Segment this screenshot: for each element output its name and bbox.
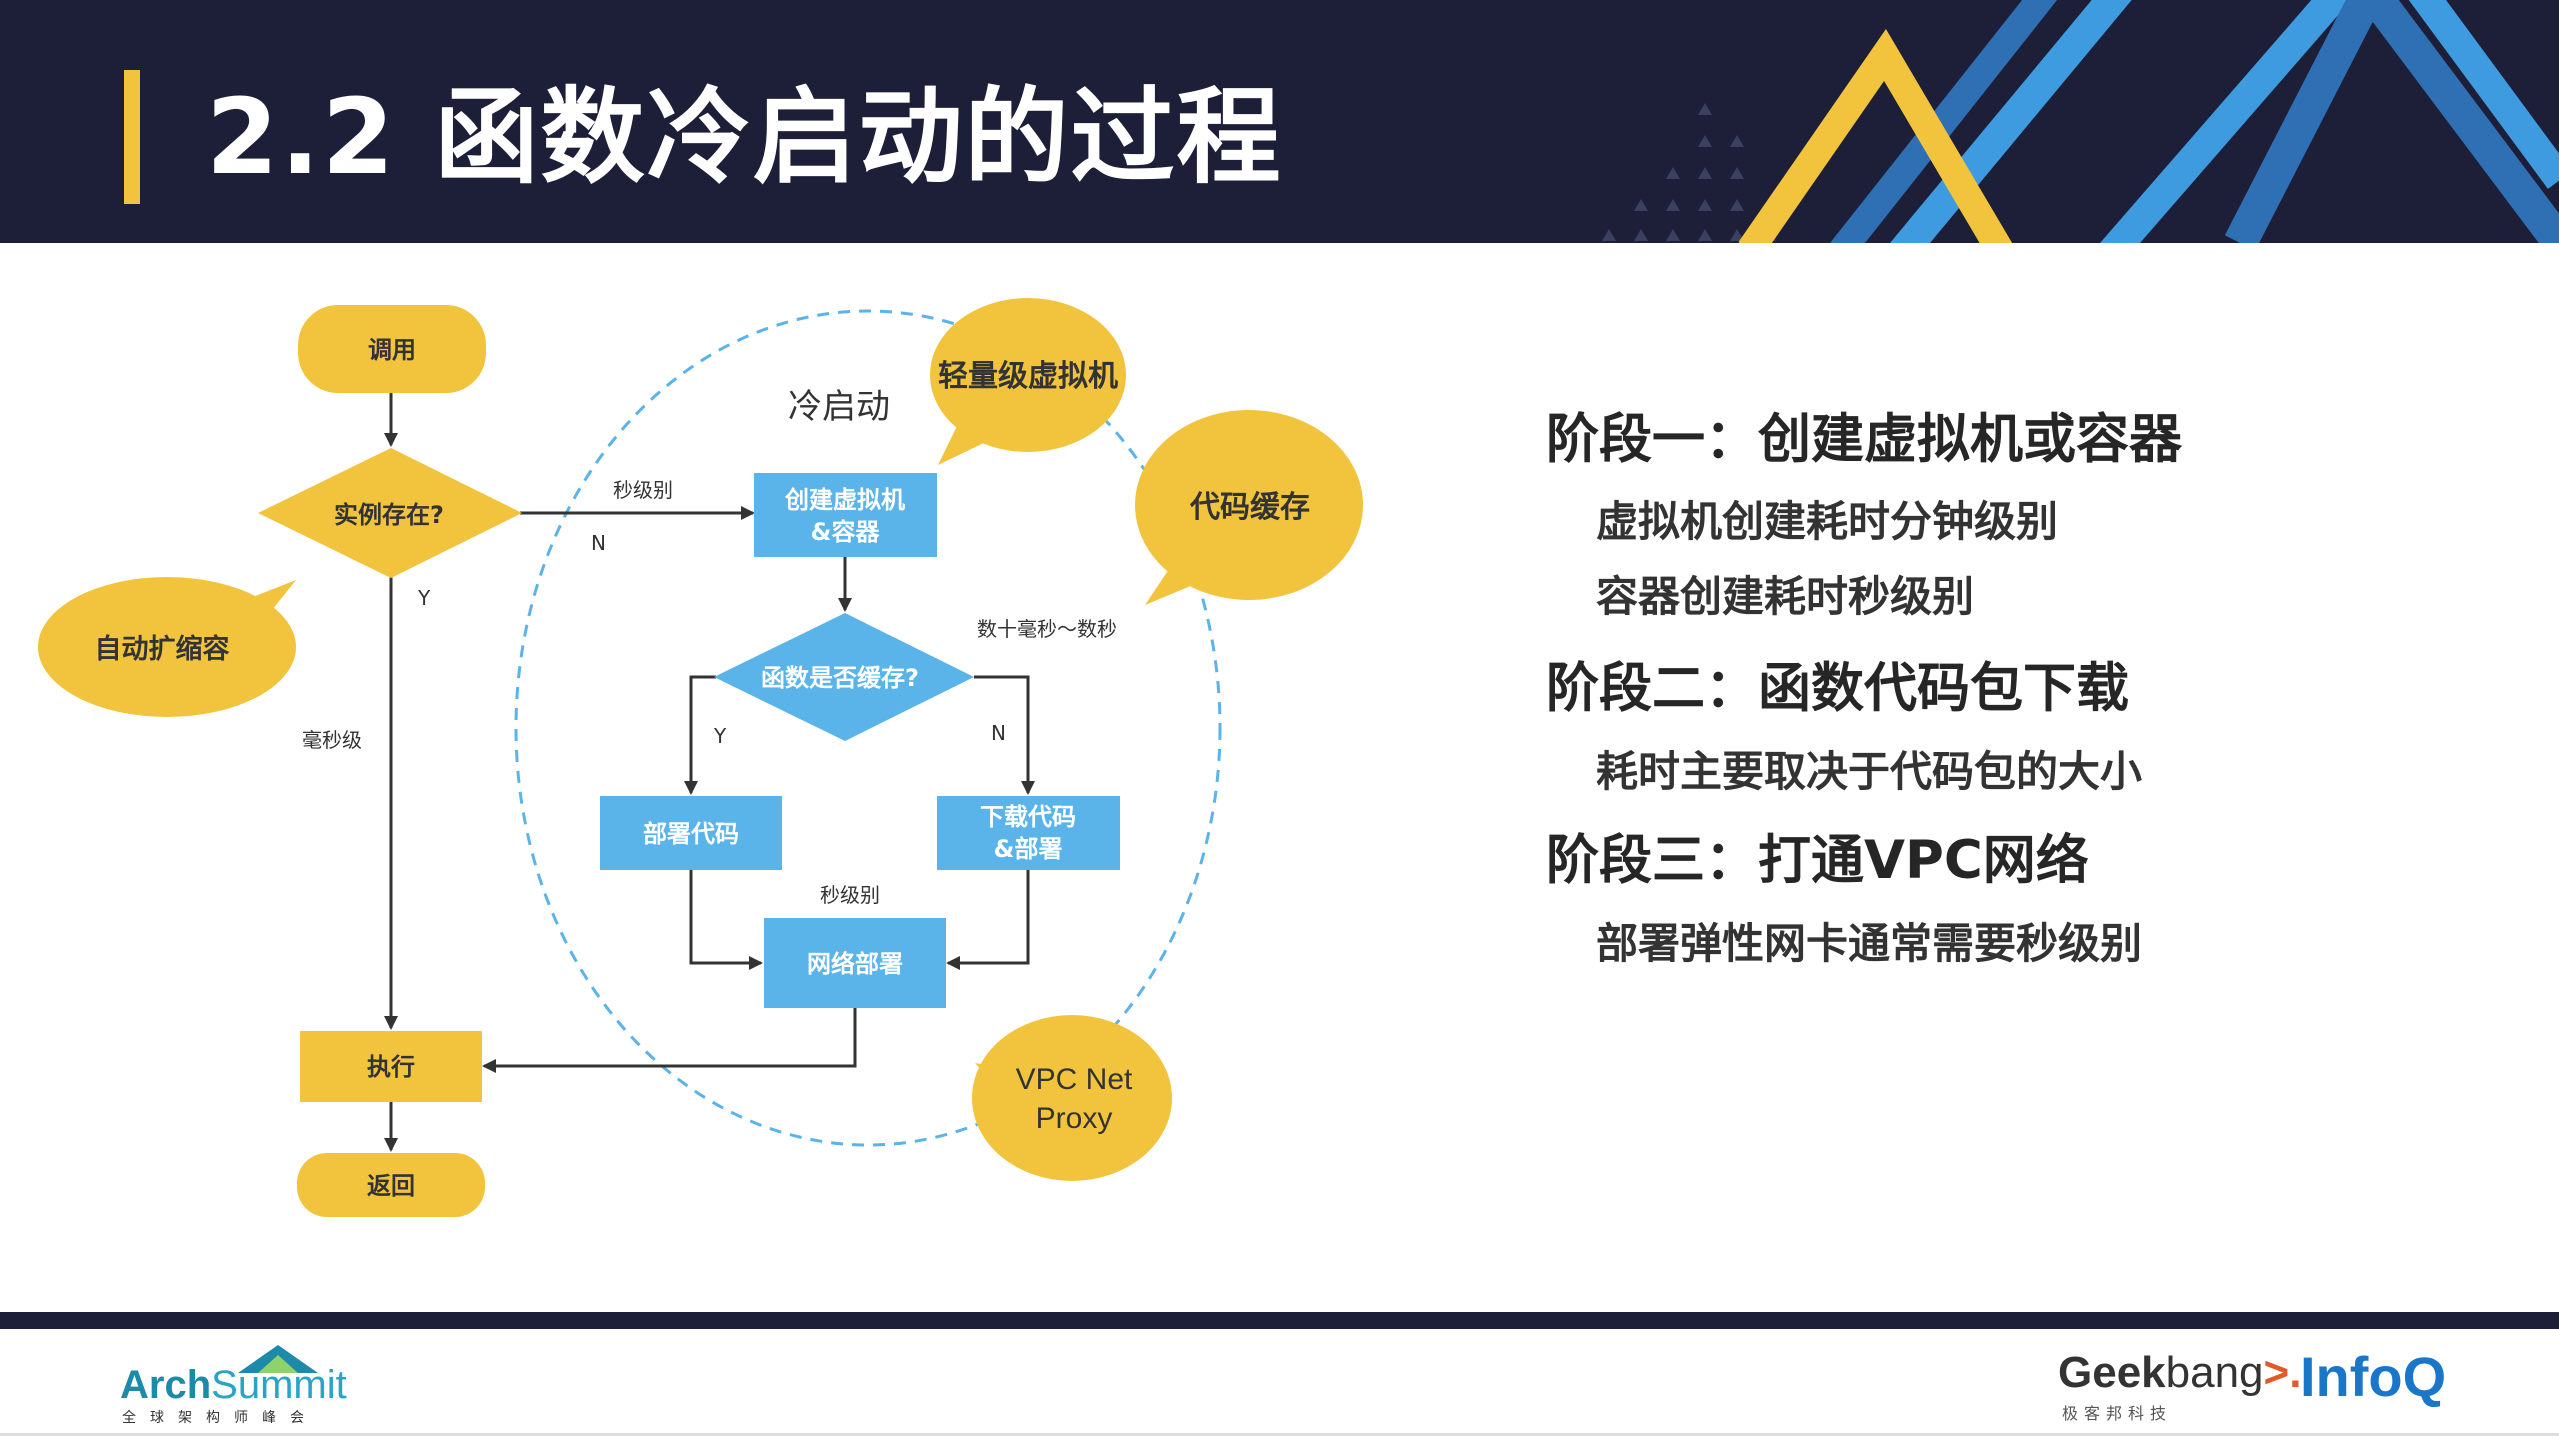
edge-label-second-top: 秒级别 (613, 478, 673, 502)
node-return-label: 返回 (367, 1172, 415, 1200)
geekbang-arrow: >. (2263, 1348, 2302, 1397)
bubble-lightweight-vm: 轻量级虚拟机 (930, 298, 1126, 465)
bubble-vpc-proxy: VPC Net Proxy (972, 1015, 1172, 1181)
triangle-yellow (1738, 29, 2013, 243)
node-is-cached: 函数是否缓存? (714, 613, 974, 741)
bubble-vpc-proxy-label-1: VPC Net (1016, 1063, 1133, 1096)
infoq-logo: InfoQ (2300, 1345, 2447, 1408)
edge-label-tens-ms: 数十毫秒～数秒 (977, 617, 1117, 641)
cold-start-region (514, 309, 1222, 1147)
node-invoke-label: 调用 (368, 336, 416, 364)
edge-cached-download (974, 675, 1035, 795)
edge-label-y-cache: Y (713, 724, 727, 748)
dot-pattern (1602, 103, 1776, 241)
stage-1-title: 阶段一：创建虚拟机或容器 (1546, 409, 2182, 470)
node-create-vm-label-1: 创建虚拟机 (784, 486, 905, 514)
archsummit-logo-summit: Summit (211, 1363, 347, 1407)
node-create-vm-label-2: &容器 (811, 518, 881, 546)
slide-title: 2.2 函数冷启动的过程 (206, 76, 1283, 198)
stage-2-title: 阶段二：函数代码包下载 (1546, 658, 2129, 719)
node-deploy-code: 部署代码 (600, 796, 782, 870)
node-is-cached-label: 函数是否缓存? (761, 664, 919, 692)
node-instance-exists: 实例存在? (258, 448, 522, 578)
edge-label-n-top: N (591, 531, 606, 555)
node-download-code-label-1: 下载代码 (980, 803, 1076, 831)
geekbang-logo-bang: bang (2165, 1348, 2264, 1397)
edge-label-second-bottom: 秒级别 (820, 883, 880, 907)
node-deploy-code-label: 部署代码 (643, 820, 739, 848)
node-create-vm: 创建虚拟机 &容器 (754, 473, 937, 557)
node-execute: 执行 (300, 1031, 482, 1102)
node-download-code-label-2: &部署 (994, 835, 1063, 863)
title-accent-bar (124, 70, 140, 204)
node-download-code: 下载代码 &部署 (937, 796, 1120, 870)
footer-divider (0, 1433, 2559, 1436)
geekbang-logo: Geekbang>. 极客邦科技 (2058, 1348, 2302, 1423)
stage-2-detail-1: 耗时主要取决于代码包的大小 (1596, 747, 2143, 796)
edge-label-n-cache: N (991, 721, 1006, 745)
triangle-right (2224, 0, 2559, 243)
stage-3-detail-1: 部署弹性网卡通常需要秒级别 (1596, 919, 2143, 968)
edge-label-millisecond: 毫秒级 (302, 728, 362, 752)
node-network-deploy: 网络部署 (764, 918, 946, 1008)
edge-network-execute (482, 1008, 857, 1073)
footer-bar (0, 1312, 2559, 1329)
bubble-code-cache: 代码缓存 (1135, 410, 1363, 605)
geekbang-logo-geek: Geek (2058, 1348, 2166, 1397)
node-instance-exists-label: 实例存在? (334, 501, 444, 529)
stage-3-title: 阶段三：打通VPC网络 (1546, 830, 2089, 891)
stripe-dark (1830, 0, 2058, 243)
stripe-blue-2 (2100, 0, 2352, 243)
stripe-right (2408, 0, 2559, 189)
edge-download-network (946, 870, 1030, 970)
bubble-vpc-proxy-label-2: Proxy (1036, 1102, 1113, 1135)
bubble-code-cache-label: 代码缓存 (1189, 490, 1310, 525)
edge-cached-deploy (684, 675, 716, 795)
archsummit-logo-arch: Arch (120, 1363, 212, 1407)
bubble-autoscale-label: 自动扩缩容 (95, 633, 230, 665)
bubble-lightweight-vm-label: 轻量级虚拟机 (938, 359, 1118, 394)
archsummit-mountain-icon (238, 1345, 318, 1373)
slide-header: 2.2 函数冷启动的过程 (0, 0, 2559, 243)
archsummit-subtitle: 全球架构师峰会 (122, 1410, 318, 1426)
header-decoration (1602, 0, 2559, 243)
bubble-autoscale: 自动扩缩容 (38, 577, 296, 717)
edge-deploy-network (689, 870, 763, 970)
node-return: 返回 (297, 1153, 485, 1217)
edge-label-y-left: Y (417, 586, 431, 610)
node-invoke: 调用 (298, 305, 486, 393)
node-execute-label: 执行 (367, 1053, 415, 1081)
stage-1-detail-1: 虚拟机创建耗时分钟级别 (1596, 497, 2059, 546)
cold-start-flowchart: 冷启动 调用 实例存在? 创建虚拟机 &容器 函数是否缓存? 部署代码 下载代码 (38, 298, 1363, 1217)
stage-1-detail-2: 容器创建耗时秒级别 (1596, 572, 1975, 621)
node-network-deploy-label: 网络部署 (807, 950, 903, 978)
geekbang-subtitle: 极客邦科技 (2062, 1406, 2173, 1423)
archsummit-logo: ArchSummit 全球架构师峰会 (120, 1345, 347, 1426)
cold-start-label: 冷启动 (788, 387, 890, 427)
